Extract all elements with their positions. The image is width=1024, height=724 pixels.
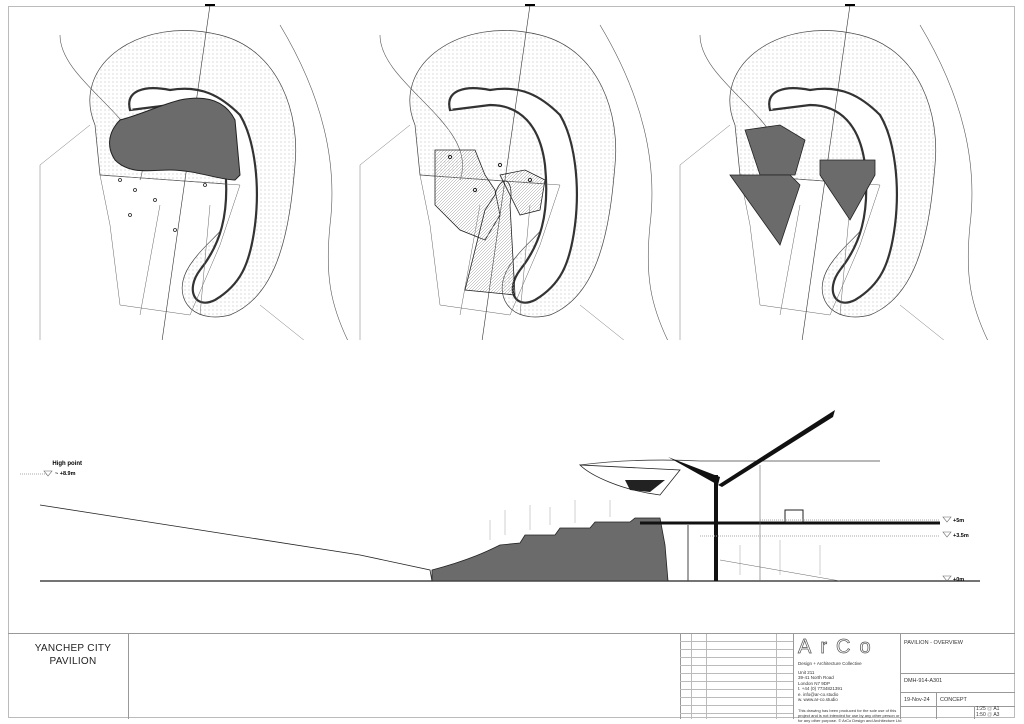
address-line: Unit 211 bbox=[798, 670, 815, 675]
terrain-mass bbox=[431, 517, 669, 582]
disclaimer: This drawing has been produced for the s… bbox=[798, 708, 902, 724]
plan-floor bbox=[358, 3, 672, 340]
address-line: 39-41 North Road bbox=[798, 675, 834, 681]
project-name: YANCHEP CITY PAVILION bbox=[34, 643, 112, 667]
sheet-a1: A1 bbox=[993, 706, 1000, 712]
firm-email[interactable]: e. info@ar-co.studio bbox=[798, 691, 839, 697]
sheet-a3: A3 bbox=[993, 712, 1000, 718]
roof-mass bbox=[109, 97, 241, 181]
high-point-level: ~ +8.9m bbox=[55, 471, 76, 477]
level-5m: +5m bbox=[953, 518, 964, 524]
drawing-date: 19-Nov-24 bbox=[904, 697, 930, 703]
high-point-marker: High point ~ +8.9m bbox=[43, 461, 82, 477]
firm-web[interactable]: w. www.ar-co.studio bbox=[798, 697, 838, 703]
firm-address: Unit 211 39-41 North Road London N7 9DP … bbox=[798, 670, 903, 702]
level-3-5m: +3.5m bbox=[953, 533, 969, 539]
drawing-title: PAVILION - OVERVIEW bbox=[904, 640, 963, 646]
sheet-frame bbox=[8, 6, 1015, 718]
firm-logo: ArCo bbox=[798, 636, 880, 659]
scale-a1: 1:25 bbox=[976, 706, 986, 712]
at-symbol: @ bbox=[987, 706, 993, 712]
revision-status: CONCEPT bbox=[940, 697, 967, 703]
scale-a3: 1:50 bbox=[976, 712, 986, 718]
plan-roof-massing bbox=[38, 3, 352, 340]
at-symbol: @ bbox=[987, 712, 993, 718]
scale-info: 1:25 @ A1 1:50 @ A3 bbox=[976, 706, 999, 718]
firm-tagline: Design + Architecture Collective bbox=[798, 661, 862, 666]
level-markers: +5m +3.5m +0m bbox=[942, 516, 969, 583]
firm-phone: t. +44 (0) 7734821391 bbox=[798, 686, 843, 692]
address-line: London N7 9DP bbox=[798, 680, 831, 686]
plan-canopy bbox=[678, 3, 992, 340]
title-block: YANCHEP CITY PAVILION ArCo Design + Arch… bbox=[8, 633, 1015, 723]
revision-table bbox=[680, 634, 793, 719]
drawing-number: DMH-914-A301 bbox=[904, 678, 943, 684]
firm-block: ArCo Design + Architecture Collective Un… bbox=[798, 636, 903, 724]
site-plans bbox=[38, 3, 992, 340]
site-section: High point ~ +8.9m +5m +3.5m +0m bbox=[20, 410, 980, 583]
high-point-label: High point bbox=[52, 461, 82, 467]
level-0m: +0m bbox=[953, 577, 964, 583]
